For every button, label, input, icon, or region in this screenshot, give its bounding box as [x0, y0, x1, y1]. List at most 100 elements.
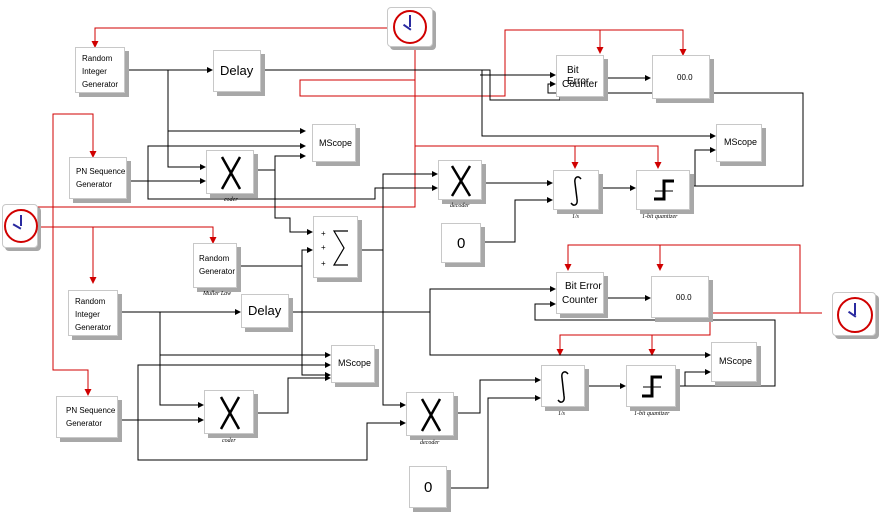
block-caption: coder — [222, 438, 236, 444]
pn-sequence-generator-block[interactable]: PN Sequence Generator — [56, 396, 118, 438]
delay-block[interactable]: Delay — [213, 50, 261, 92]
block-label: MScope — [338, 358, 372, 368]
quantizer-icon — [642, 375, 662, 398]
sum-block[interactable]: + + + — [313, 216, 358, 278]
multiply-icon — [220, 156, 242, 190]
block-label: Generator — [76, 180, 113, 189]
integral-icon — [570, 176, 582, 206]
event-link — [52, 227, 92, 396]
data-link — [447, 395, 541, 489]
block-label: MScope — [319, 138, 353, 148]
data-link — [301, 266, 331, 378]
random-generator-block[interactable]: Random Generator — [193, 243, 237, 288]
quantizer-block[interactable] — [636, 170, 690, 210]
data-link — [137, 362, 331, 420]
random-integer-generator-block[interactable]: Random Integer Generator — [68, 290, 118, 336]
constant-value: 0 — [424, 479, 433, 496]
block-label: Generator — [75, 323, 112, 332]
constant-block[interactable]: 0 — [441, 223, 481, 263]
data-link — [290, 286, 556, 313]
event-link — [299, 29, 687, 97]
data-link — [254, 375, 331, 414]
data-link — [147, 181, 438, 200]
data-link — [455, 377, 541, 414]
constant-value: 0 — [457, 235, 466, 252]
bit-error-counter-block[interactable]: Bit Error Counter — [556, 55, 604, 97]
block-caption: 1-bit quantizer — [634, 411, 670, 417]
block-label: Random — [75, 297, 106, 306]
block-label: Delay — [220, 63, 254, 78]
multiply-icon — [420, 398, 442, 432]
random-integer-generator-block[interactable]: Random Integer Generator — [75, 47, 125, 93]
multiply-icon — [450, 165, 472, 197]
block-caption: 1/s — [558, 411, 566, 417]
quantizer-block[interactable] — [626, 365, 676, 407]
clock-icon[interactable] — [2, 204, 38, 248]
block-label: Integer — [82, 67, 107, 76]
data-link — [690, 147, 716, 187]
display-value: 00.0 — [676, 293, 692, 302]
block-label: Random — [82, 54, 113, 63]
clock-icon[interactable] — [387, 7, 433, 47]
mscope-block[interactable]: MScope — [711, 342, 757, 382]
decoder-multiply-block[interactable] — [438, 160, 482, 200]
sum-sign: + — [321, 229, 326, 238]
block-label: Bit Error — [567, 65, 590, 87]
event-link — [575, 145, 662, 169]
event-link — [556, 312, 800, 356]
event-link — [91, 27, 415, 48]
decoder-multiply-block[interactable] — [406, 392, 454, 436]
delay-block[interactable]: Delay — [241, 294, 289, 328]
block-caption: Muller Law — [203, 291, 232, 297]
block-label: Integer — [75, 310, 100, 319]
display-block[interactable]: 00.0 — [652, 55, 710, 99]
constant-block[interactable]: 0 — [409, 466, 447, 508]
data-link — [255, 153, 306, 171]
block-label: Counter — [562, 295, 598, 306]
block-caption: coder — [224, 197, 238, 203]
display-block[interactable]: 00.0 — [651, 276, 709, 318]
block-caption: 1-bit quantizer — [642, 214, 678, 220]
block-label: Generator — [66, 419, 103, 428]
block-label: PN Sequence — [66, 406, 116, 415]
block-label: Random — [199, 254, 230, 263]
data-link — [429, 312, 711, 358]
integrator-block[interactable] — [553, 170, 599, 210]
integrator-block[interactable] — [541, 365, 585, 407]
clock-icon[interactable] — [832, 292, 876, 336]
block-caption: 1/s — [572, 214, 580, 220]
block-caption: decoder — [420, 440, 440, 446]
data-link — [159, 355, 204, 408]
mscope-block[interactable]: MScope — [716, 124, 762, 162]
coder-multiply-block[interactable] — [206, 150, 254, 194]
integral-icon — [557, 371, 569, 403]
block-label: Bit Error — [565, 281, 602, 292]
event-link — [8, 226, 217, 244]
data-link — [167, 131, 206, 170]
mscope-block[interactable]: MScope — [331, 345, 375, 383]
block-label: PN Sequence — [76, 167, 126, 176]
bit-error-counter-block[interactable]: Bit Error Counter — [556, 272, 604, 314]
block-caption: decoder — [450, 203, 470, 209]
event-link — [52, 113, 97, 227]
data-link — [483, 197, 553, 243]
event-link — [564, 244, 822, 314]
data-link — [481, 70, 716, 139]
mscope-block[interactable]: MScope — [312, 124, 356, 162]
data-links — [118, 67, 804, 489]
coder-multiply-block[interactable] — [204, 390, 254, 434]
data-link — [677, 369, 711, 387]
multiply-icon — [219, 396, 241, 430]
pn-sequence-generator-block[interactable]: PN Sequence Generator — [69, 157, 127, 199]
event-link — [414, 80, 579, 169]
event-links — [8, 27, 822, 396]
sum-sign: + — [321, 259, 326, 268]
block-label: Counter — [562, 79, 598, 90]
block-label: Generator — [199, 267, 236, 276]
block-label: Generator — [82, 80, 119, 89]
data-link — [274, 170, 313, 235]
data-link — [137, 420, 406, 461]
quantizer-icon — [654, 179, 674, 201]
